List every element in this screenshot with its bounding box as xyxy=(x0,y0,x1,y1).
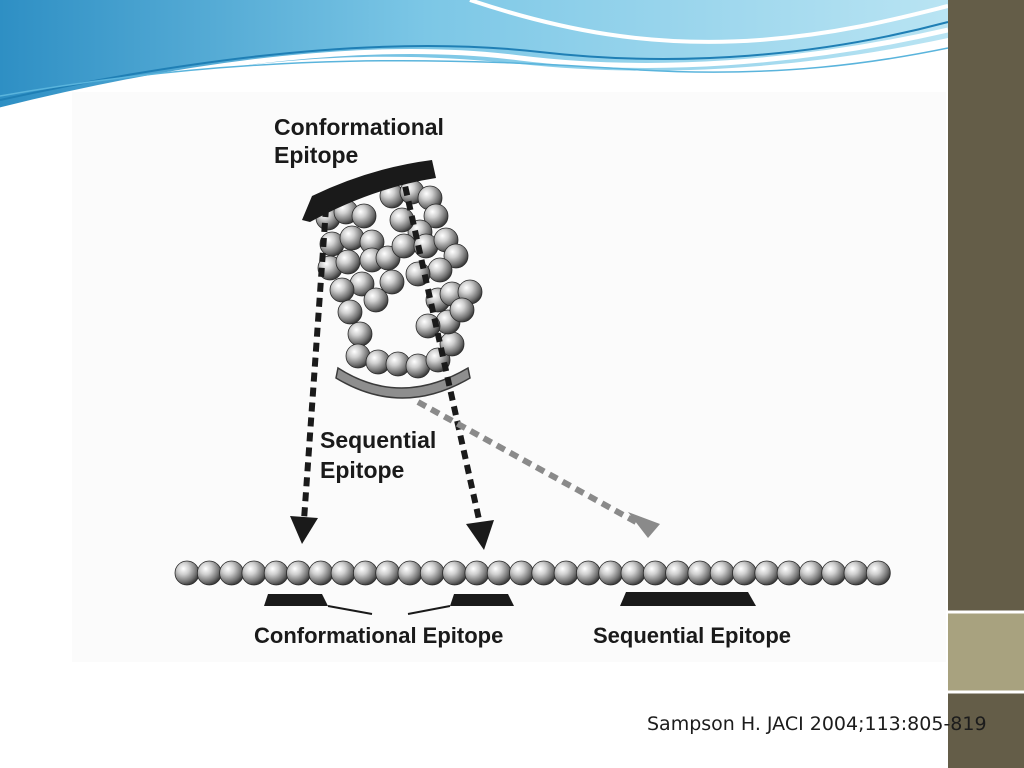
chain-bead xyxy=(509,560,534,586)
sequential-epitope-marker-bottom xyxy=(620,592,756,606)
chain-bead xyxy=(442,560,468,586)
chain-bead xyxy=(865,560,891,586)
chain-bead xyxy=(642,560,668,586)
chain-bead xyxy=(665,560,690,586)
chain-bead xyxy=(843,560,869,586)
chain-bead xyxy=(776,560,802,586)
chain-bead xyxy=(375,560,401,586)
folded-bead xyxy=(427,257,453,283)
bottom-sequential-label: Sequential Epitope xyxy=(593,623,792,648)
chain-bead xyxy=(576,560,601,586)
folded-bead xyxy=(351,203,377,229)
arrow-right xyxy=(399,171,494,550)
chain-bead xyxy=(308,560,334,586)
top-conformational-label: Conformational Epitope xyxy=(274,113,444,169)
arrow-sequential xyxy=(416,399,660,538)
chain-bead xyxy=(799,560,824,586)
chain-bead xyxy=(196,560,222,586)
folded-bead xyxy=(335,249,361,275)
sequential-epitope-marker-top xyxy=(335,366,471,399)
header-wave xyxy=(0,0,949,113)
chain-bead xyxy=(330,560,356,586)
conformational-epitope-markers-bottom xyxy=(264,594,514,615)
mid-sequential-label: Sequential Epitope xyxy=(320,425,436,485)
bottom-conformational-label: Conformational Epitope xyxy=(254,623,504,648)
chain-bead xyxy=(174,560,200,586)
chain-bead xyxy=(687,560,713,586)
folded-bead xyxy=(391,233,417,259)
arrow-left xyxy=(290,207,329,544)
chain-bead xyxy=(219,560,245,586)
folded-protein xyxy=(315,179,483,379)
chain-bead xyxy=(464,560,490,586)
chain-bead xyxy=(286,560,311,586)
folded-bead xyxy=(449,297,475,323)
chain-bead xyxy=(620,560,646,586)
chain-bead xyxy=(821,560,847,586)
chain-bead xyxy=(419,560,445,586)
chain-bead xyxy=(598,560,624,586)
folded-bead xyxy=(337,299,363,325)
folded-bead xyxy=(379,269,405,295)
sidebar-decoration xyxy=(948,0,1024,768)
chain-bead xyxy=(754,560,780,586)
folded-bead xyxy=(347,321,373,347)
chain-bead xyxy=(397,560,423,586)
citation: Sampson H. JACI 2004;113:805-819 xyxy=(647,713,987,735)
folded-bead xyxy=(443,243,469,269)
folded-bead xyxy=(363,287,389,313)
chain-bead xyxy=(732,560,757,586)
folded-bead xyxy=(329,277,355,303)
linear-peptide-chain xyxy=(174,560,891,586)
chain-bead xyxy=(263,560,289,586)
chain-bead xyxy=(352,560,378,586)
mid-label-line2: Epitope xyxy=(320,457,405,483)
chain-bead xyxy=(241,560,267,586)
chain-bead xyxy=(531,560,557,586)
chain-bead xyxy=(553,560,579,586)
top-label-line1: Conformational xyxy=(274,114,444,140)
chain-bead xyxy=(486,560,512,586)
mid-label-line1: Sequential xyxy=(320,427,437,453)
top-label-line2: Epitope xyxy=(274,142,359,168)
chain-bead xyxy=(709,560,735,586)
folded-bead xyxy=(423,203,449,229)
